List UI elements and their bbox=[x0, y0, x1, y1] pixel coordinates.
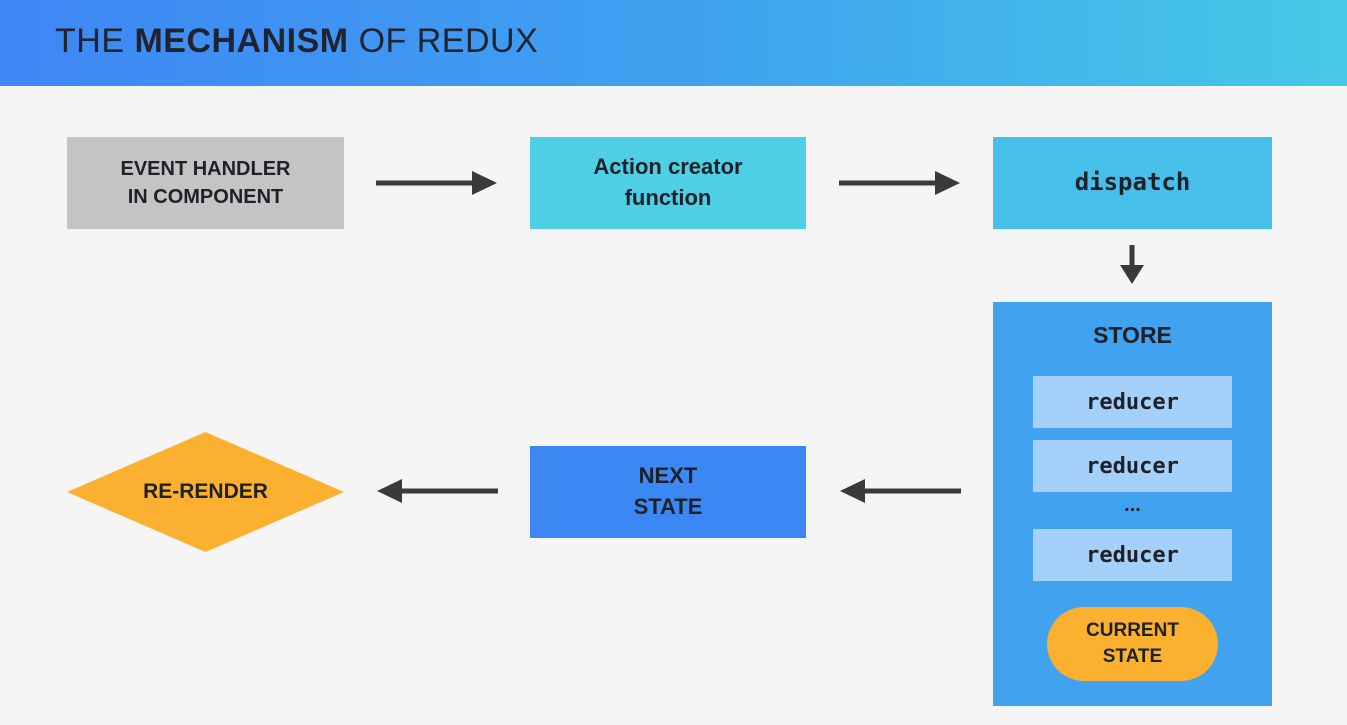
action-creator-node: Action creator function bbox=[530, 137, 806, 229]
reducer-box: reducer bbox=[1033, 529, 1232, 581]
re-render-label: RE-RENDER bbox=[143, 480, 268, 503]
next-state-node: NEXT STATE bbox=[530, 446, 806, 538]
title-part-3: OF REDUX bbox=[348, 22, 539, 60]
dispatch-node: dispatch bbox=[993, 137, 1272, 229]
re-render-diamond bbox=[67, 432, 344, 552]
reducer-box: reducer bbox=[1033, 376, 1232, 428]
store-node: STORE reducer reducer ... reducer CURREN… bbox=[993, 302, 1272, 706]
store-label: STORE bbox=[1093, 322, 1172, 348]
action-creator-label: Action creator function bbox=[593, 154, 743, 210]
event-handler-node: EVENT HANDLER IN COMPONENT bbox=[67, 137, 344, 229]
next-state-label: NEXT STATE bbox=[633, 463, 703, 519]
title-part-2: MECHANISM bbox=[134, 22, 349, 60]
arrow-store-to-next-state bbox=[840, 479, 961, 503]
reducer-box: reducer bbox=[1033, 440, 1232, 492]
dispatch-label: dispatch bbox=[1074, 168, 1191, 197]
arrow-event-to-action bbox=[376, 171, 497, 195]
page-title: THE MECHANISM OF REDUX bbox=[55, 22, 538, 61]
title-part-1: THE bbox=[55, 22, 135, 60]
arrow-dispatch-to-store bbox=[1120, 245, 1144, 284]
reducer-ellipsis: ... bbox=[1124, 494, 1141, 516]
arrow-next-state-to-re-render bbox=[377, 479, 498, 503]
arrow-action-to-dispatch bbox=[839, 171, 960, 195]
header-bar: THE MECHANISM OF REDUX bbox=[0, 0, 1347, 86]
event-handler-label: EVENT HANDLER IN COMPONENT bbox=[120, 158, 291, 208]
current-state-pill: CURRENT STATE bbox=[1047, 607, 1218, 681]
